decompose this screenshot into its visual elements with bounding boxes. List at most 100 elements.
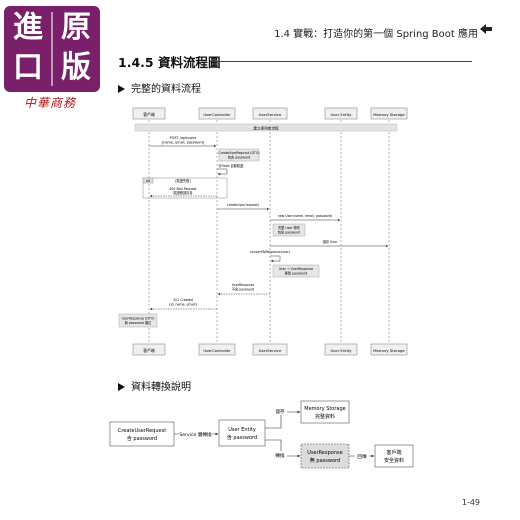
participant-bottom-entity: User Entity (324, 343, 358, 356)
participant-label: UserService (259, 112, 282, 117)
participant-bottom-service: UserService (252, 343, 288, 356)
arrow-label: 轉換 (275, 452, 285, 459)
conversion-flowchart-svg: CreateUserRequest 含 password Service 層轉換… (109, 400, 414, 469)
msg-post-line2: {name, email, password} (161, 141, 205, 145)
sequence-diagram-svg: 客戶端 UserController UserService User Enti… (118, 107, 408, 356)
box-text: User Entity (228, 427, 256, 433)
badge-char-1: 進 (13, 10, 43, 45)
box-user-entity (218, 419, 266, 447)
badge-box: 進 原 口 版 (4, 6, 100, 92)
box-create-user-request (109, 421, 175, 447)
badge-char-3: 口 (13, 50, 43, 85)
note-text: User → UserResponse (279, 267, 314, 271)
sequence-diagram: 客戶端 UserController UserService User Enti… (115, 106, 415, 360)
badge-subtitle: 中華商務 (24, 96, 77, 110)
section-rule (212, 61, 472, 62)
badge-char-4: 版 (61, 50, 91, 85)
box-text: 含 password (227, 434, 257, 441)
msg-create-user: createUser(request) (227, 203, 259, 207)
msg-post-line1: POST /api/users (170, 136, 197, 140)
left-arrow-icon (480, 24, 492, 34)
box-text: 客戶端 (386, 449, 401, 456)
note-response-dto (118, 313, 158, 328)
note-text: CreateUserRequest (DTO) (218, 151, 259, 155)
arrow-store (265, 410, 301, 429)
flow-banner (134, 123, 398, 132)
note-create-request (218, 148, 260, 162)
participant-label: 客戶端 (143, 112, 155, 117)
conversion-flowchart: CreateUserRequest 含 password Service 層轉換… (106, 398, 426, 476)
msg-created-line2: {id, name, email} (169, 303, 198, 307)
box-text: 完整資料 (315, 413, 335, 420)
participant-label: Memory Storage (373, 348, 405, 353)
participant-label: 客戶端 (143, 348, 155, 353)
participant-top-controller: UserController (198, 107, 236, 120)
arrow-label: Service 層轉換 (179, 431, 212, 438)
subsection-label: 完整的資料流程 (131, 84, 201, 95)
arrow-validate (217, 168, 228, 176)
subsection-label: 資料轉換說明 (131, 382, 191, 393)
msg-bad-line2: 驗證錯誤訊息 (173, 190, 192, 195)
alt-tag: alt (146, 179, 151, 183)
participant-top-client: 客戶端 (132, 107, 166, 120)
box-text: UserResponse (307, 450, 342, 456)
participant-label: UserController (203, 348, 231, 353)
participant-top-storage: Memory Storage (370, 107, 408, 120)
page-number: 1-49 (461, 498, 480, 507)
triangle-bullet-icon (118, 85, 125, 93)
subsection-conversion: 資料轉換說明 (118, 378, 191, 393)
section-title: 1.4.5 資料流程圖 (118, 55, 221, 70)
note-text: 移除 password (285, 271, 308, 276)
box-text: 含 password (127, 435, 157, 442)
participant-label: UserService (259, 348, 282, 353)
box-text: 安全資料 (384, 457, 404, 464)
arrow-label-bg (273, 407, 287, 415)
box-memory-storage (300, 400, 350, 424)
arrow-label-bg (273, 451, 287, 459)
msg-response-line2: 不含 password (232, 287, 255, 292)
msg-bad-line1: 400 Bad Request (169, 187, 197, 191)
arrow-label-bg (355, 452, 369, 460)
arrow-convert (265, 439, 301, 458)
box-text: 無 password (310, 457, 340, 464)
participant-label: UserController (203, 112, 231, 117)
note-text: 包含 password (278, 230, 301, 235)
participant-bottom-storage: Memory Storage (370, 343, 408, 356)
note-text: 無 password 欄位 (125, 320, 153, 325)
arrow-convert (270, 255, 281, 263)
msg-convert: convertToResponse(user) (250, 250, 290, 254)
msg-created-line1: 201 Created (173, 298, 193, 302)
box-user-response (300, 443, 350, 469)
note-text: UserResponse (DTO) (122, 317, 155, 321)
note-text: 完整 User 物件 (278, 225, 301, 230)
running-header: 1.4 實戰：打造你的第一個 Spring Boot 應用 (274, 29, 478, 40)
box-client (374, 444, 414, 468)
publisher-badge: 進 原 口 版 中華商務 (0, 0, 108, 112)
msg-new-user: new User(name, email, password) (278, 214, 332, 218)
participant-bottom-controller: UserController (198, 343, 236, 356)
msg-response-line1: UserResponse (232, 283, 255, 287)
note-text: 包含 password (228, 155, 251, 160)
box-text: CreateUserRequest (118, 428, 166, 434)
flow-banner-label: 建立使用者流程 (253, 126, 279, 131)
arrow-label-bg (179, 430, 212, 438)
participant-label: Memory Storage (373, 112, 405, 117)
participant-label: User Entity (331, 348, 353, 353)
triangle-bullet-icon (118, 383, 125, 391)
alt-condition: [驗證失敗] (175, 178, 190, 183)
participant-top-entity: User Entity (324, 107, 358, 120)
participant-top-service: UserService (252, 107, 288, 120)
arrow-label: 儲存 (275, 408, 285, 415)
msg-store: 儲存 User (323, 239, 338, 244)
box-text: Memory Storage (304, 406, 346, 412)
msg-validate: @Valid 自動驗證 (219, 163, 244, 168)
subsection-complete-flow: 完整的資料流程 (118, 80, 201, 95)
note-entity (272, 223, 306, 237)
arrow-label: 回傳 (357, 453, 367, 460)
alt-tag-box (142, 177, 154, 184)
participant-bottom-client: 客戶端 (132, 343, 166, 356)
note-conversion (272, 264, 320, 278)
badge-char-2: 原 (61, 10, 91, 45)
participant-label: User Entity (331, 112, 353, 117)
alt-frame (142, 177, 228, 199)
